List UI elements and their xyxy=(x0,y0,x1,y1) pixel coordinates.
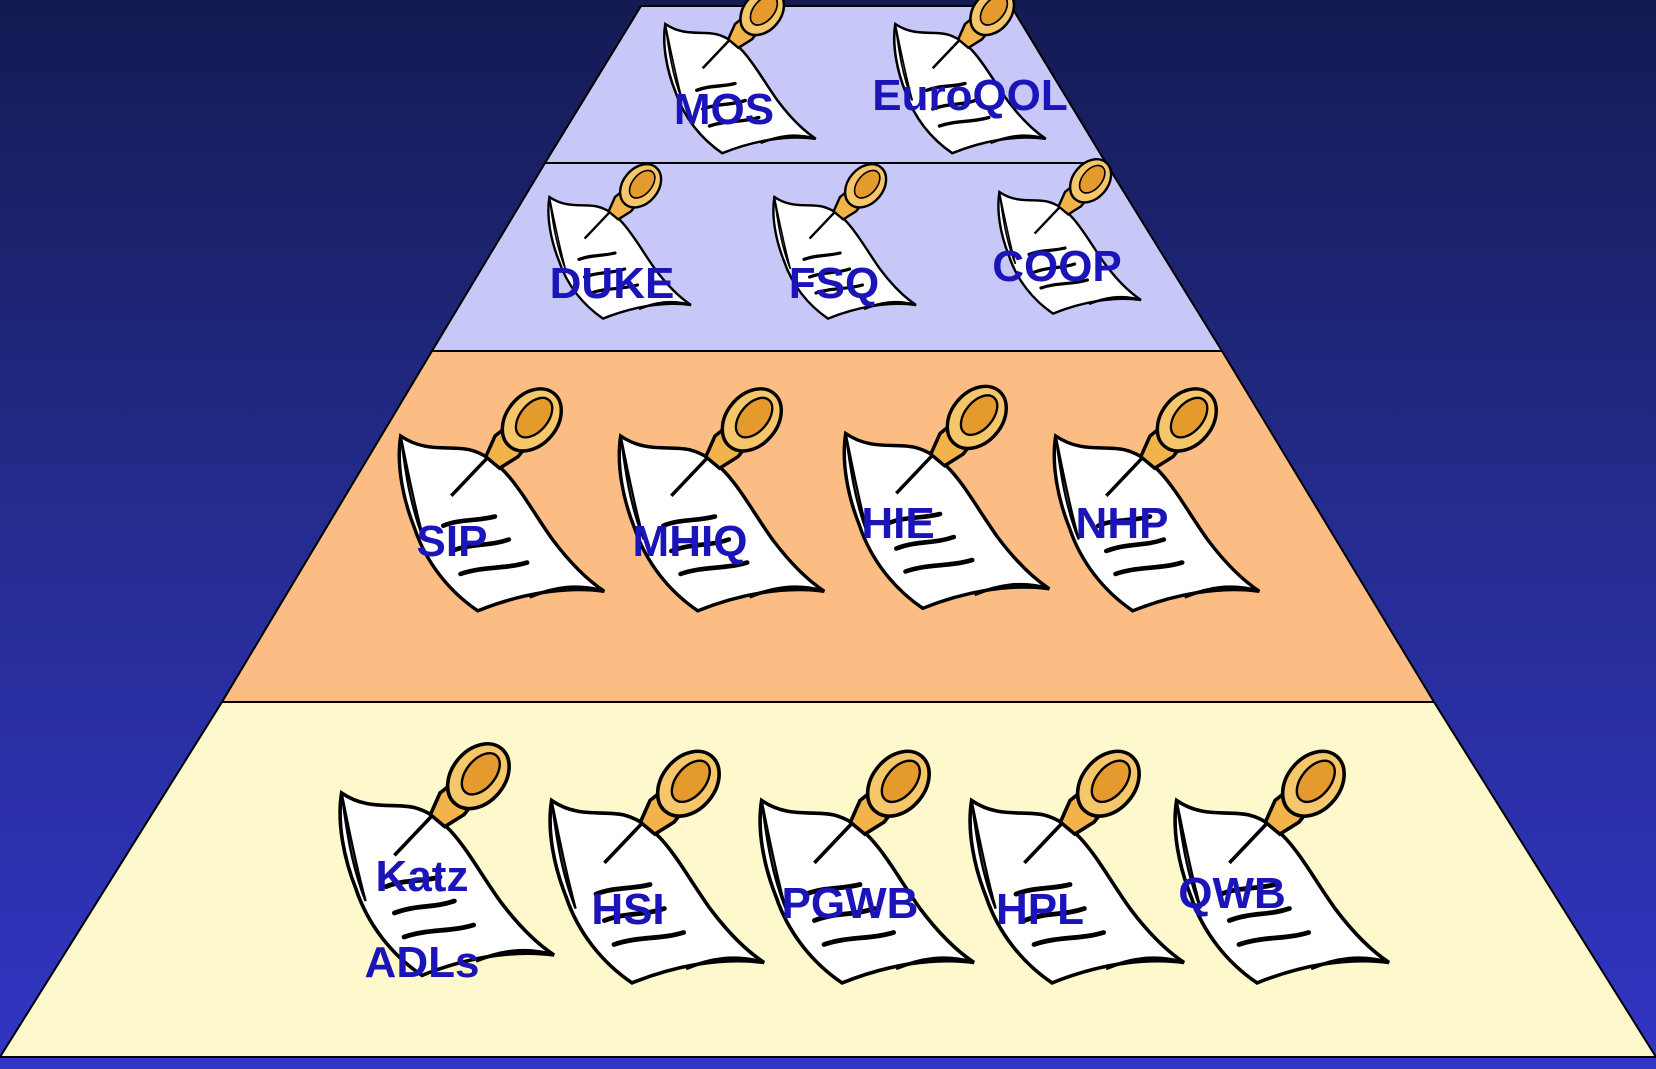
svg-text:PGWB: PGWB xyxy=(782,879,919,928)
note-coop: COOP xyxy=(992,151,1141,313)
tier-4-items: Katz ADLs HSI PGWB HPL QWB xyxy=(340,732,1389,987)
label-nhp: NHP xyxy=(1076,499,1169,548)
svg-text:COOP: COOP xyxy=(992,242,1122,291)
label-adls: ADLs xyxy=(365,938,480,987)
svg-text:EuroQOL: EuroQOL xyxy=(872,71,1068,120)
label-hie: HIE xyxy=(861,499,934,548)
note-hpl: HPL xyxy=(970,739,1184,983)
note-hie: HIE xyxy=(844,375,1049,609)
note-qwb: QWB xyxy=(1175,739,1389,983)
label-euroqol: EuroQOL xyxy=(872,71,1068,120)
label-mhiq: MHIQ xyxy=(633,517,748,566)
svg-text:DUKE: DUKE xyxy=(550,259,675,308)
note-euroqol: EuroQOL xyxy=(872,0,1068,156)
tier-1-items: MOS EuroQOL xyxy=(662,0,1068,156)
label-mos: MOS xyxy=(674,85,774,134)
svg-text:HPL: HPL xyxy=(996,885,1084,934)
svg-text:HIE: HIE xyxy=(861,499,934,548)
note-hsi: HSI xyxy=(550,739,764,983)
note-katz-adls: Katz ADLs xyxy=(340,732,554,987)
tier-3-items: SIP MHIQ HIE NHP xyxy=(399,375,1259,611)
note-sip: SIP xyxy=(399,377,604,611)
svg-text:MOS: MOS xyxy=(674,85,774,134)
note-pgwb: PGWB xyxy=(760,739,974,983)
label-pgwb: PGWB xyxy=(782,879,919,928)
svg-text:ADLs: ADLs xyxy=(365,938,480,987)
label-coop: COOP xyxy=(992,242,1122,291)
pyramid-tier-3 xyxy=(220,350,1436,703)
label-duke: DUKE xyxy=(550,259,675,308)
note-mhiq: MHIQ xyxy=(619,377,824,611)
label-fsq: FSQ xyxy=(789,259,879,308)
note-duke: DUKE xyxy=(546,154,693,321)
tier-2-items: DUKE FSQ COOP xyxy=(546,151,1141,321)
label-qwb: QWB xyxy=(1178,869,1286,918)
svg-text:QWB: QWB xyxy=(1178,869,1286,918)
label-katz: Katz xyxy=(376,852,469,901)
svg-text:MHIQ: MHIQ xyxy=(633,517,748,566)
label-sip: SIP xyxy=(417,517,488,566)
svg-text:Katz: Katz xyxy=(376,852,469,901)
svg-text:FSQ: FSQ xyxy=(789,259,879,308)
svg-text:NHP: NHP xyxy=(1076,499,1169,548)
label-hpl: HPL xyxy=(996,885,1084,934)
svg-text:HSI: HSI xyxy=(591,885,664,934)
svg-text:SIP: SIP xyxy=(417,517,488,566)
label-hsi: HSI xyxy=(591,885,664,934)
note-fsq: FSQ xyxy=(771,154,918,321)
note-nhp: NHP xyxy=(1054,377,1259,611)
note-mos: MOS xyxy=(662,0,818,156)
